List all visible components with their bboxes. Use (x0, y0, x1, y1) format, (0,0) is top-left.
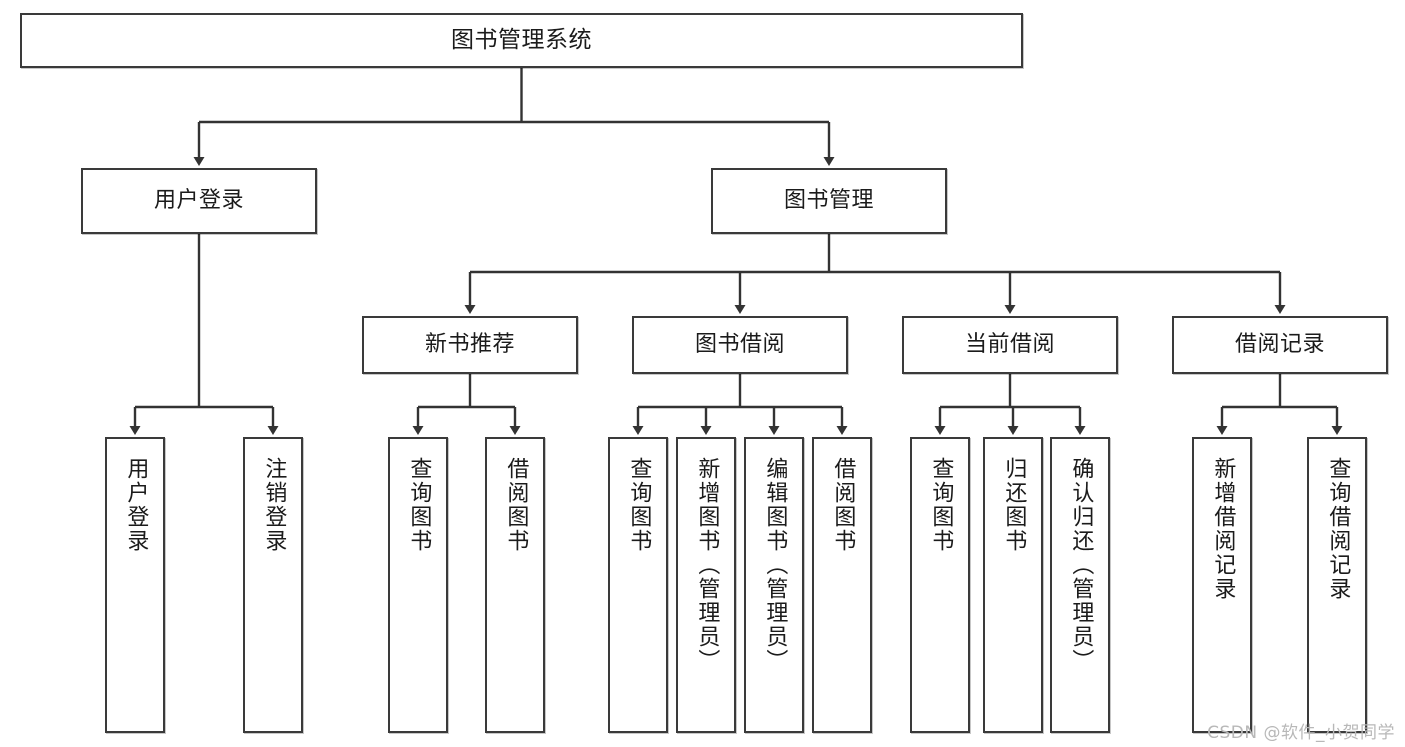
node-label-current-borrow: 当前借阅 (964, 332, 1055, 358)
node-leaf-borrow-book-1[interactable]: 借阅图书 (485, 437, 545, 733)
node-leaf-add-record[interactable]: 新增借阅记录 (1192, 437, 1252, 733)
node-label-leaf-return-book: 归还图书 (1001, 457, 1027, 553)
node-leaf-user-login[interactable]: 用户登录 (105, 437, 165, 733)
node-label-book-manage: 图书管理 (783, 188, 874, 214)
node-book-borrow[interactable]: 图书借阅 (632, 316, 848, 374)
node-new-book-rec[interactable]: 新书推荐 (362, 316, 578, 374)
node-borrow-record[interactable]: 借阅记录 (1172, 316, 1388, 374)
node-current-borrow[interactable]: 当前借阅 (902, 316, 1118, 374)
node-book-manage[interactable]: 图书管理 (711, 168, 947, 234)
node-leaf-return-book[interactable]: 归还图书 (983, 437, 1043, 733)
node-user-login[interactable]: 用户登录 (81, 168, 317, 234)
node-leaf-add-book[interactable]: 新增图书（管理员） (676, 437, 736, 733)
node-leaf-query-book-3[interactable]: 查询图书 (910, 437, 970, 733)
node-leaf-query-record[interactable]: 查询借阅记录 (1307, 437, 1367, 733)
node-label-leaf-add-book: 新增图书（管理员） (694, 457, 720, 673)
node-label-leaf-edit-book: 编辑图书（管理员） (762, 457, 788, 673)
node-label-root: 图书管理系统 (451, 27, 592, 54)
node-label-borrow-record: 借阅记录 (1234, 332, 1325, 358)
node-leaf-query-book-1[interactable]: 查询图书 (388, 437, 448, 733)
node-label-leaf-borrow-book-1: 借阅图书 (503, 457, 529, 553)
node-leaf-confirm-return[interactable]: 确认归还（管理员） (1050, 437, 1110, 733)
node-label-user-login: 用户登录 (153, 188, 244, 214)
node-leaf-query-book-2[interactable]: 查询图书 (608, 437, 668, 733)
node-root[interactable]: 图书管理系统 (20, 13, 1023, 68)
node-label-leaf-query-book-2: 查询图书 (626, 457, 652, 553)
node-leaf-borrow-book-2[interactable]: 借阅图书 (812, 437, 872, 733)
node-label-leaf-confirm-return: 确认归还（管理员） (1068, 457, 1094, 673)
node-label-leaf-add-record: 新增借阅记录 (1210, 457, 1236, 601)
node-label-leaf-query-book-3: 查询图书 (928, 457, 954, 553)
node-label-leaf-user-logout: 注销登录 (261, 457, 287, 553)
node-leaf-user-logout[interactable]: 注销登录 (243, 437, 303, 733)
node-label-leaf-query-record: 查询借阅记录 (1325, 457, 1351, 601)
node-label-new-book-rec: 新书推荐 (424, 332, 515, 358)
node-label-leaf-user-login: 用户登录 (123, 457, 149, 553)
node-leaf-edit-book[interactable]: 编辑图书（管理员） (744, 437, 804, 733)
node-label-leaf-query-book-1: 查询图书 (406, 457, 432, 553)
node-label-book-borrow: 图书借阅 (694, 332, 785, 358)
watermark-label: CSDN @软件_小贺同学 (1207, 723, 1395, 743)
node-label-leaf-borrow-book-2: 借阅图书 (830, 457, 856, 553)
